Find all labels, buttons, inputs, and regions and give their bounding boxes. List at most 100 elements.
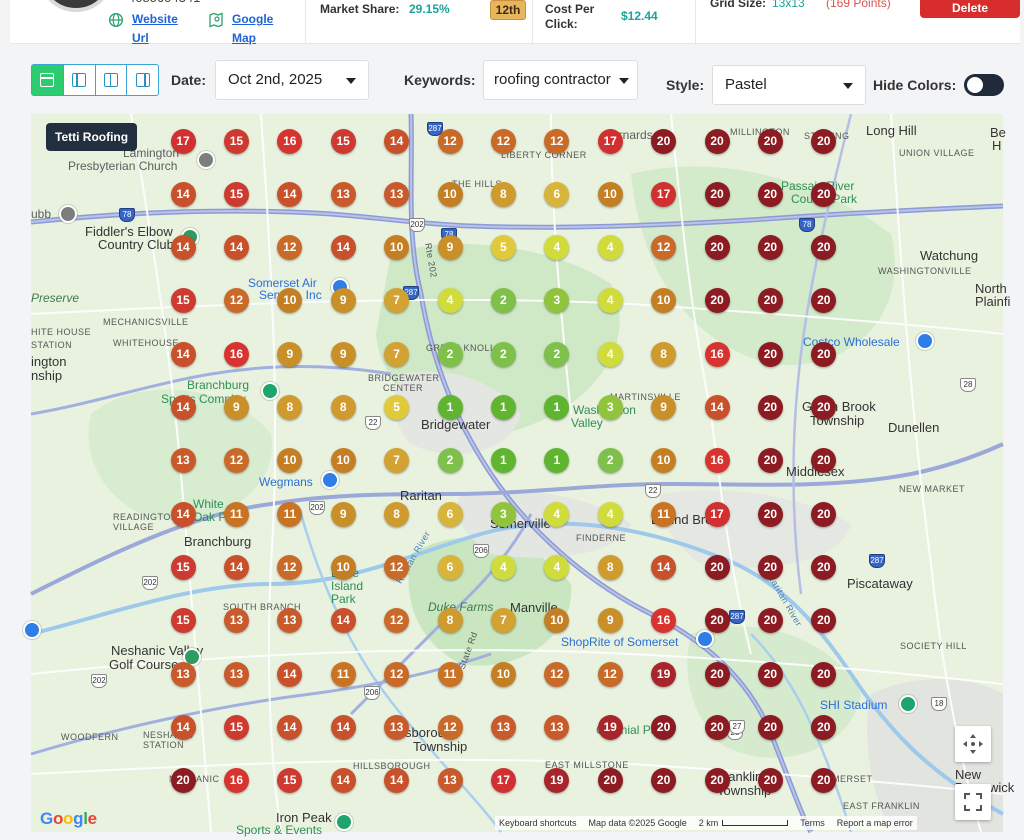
rank-marker[interactable]: 20 <box>757 235 783 261</box>
rank-marker[interactable]: 14 <box>223 554 249 580</box>
rank-marker[interactable]: 10 <box>330 448 356 474</box>
rank-marker[interactable]: 10 <box>651 288 677 314</box>
rank-marker[interactable]: 20 <box>811 554 837 580</box>
rank-marker[interactable]: 20 <box>651 768 677 794</box>
rank-marker[interactable]: 8 <box>384 501 410 527</box>
rank-marker[interactable]: 20 <box>704 714 730 740</box>
rank-marker[interactable]: 10 <box>277 288 303 314</box>
rank-marker[interactable]: 13 <box>330 181 356 207</box>
rank-marker[interactable]: 8 <box>597 554 623 580</box>
delete-button[interactable]: Delete <box>920 0 1020 18</box>
view-right-panel-button[interactable] <box>127 65 158 95</box>
report-error-link[interactable]: Report a map error <box>836 818 913 828</box>
rank-marker[interactable]: 9 <box>651 395 677 420</box>
rank-marker[interactable]: 9 <box>437 235 463 261</box>
rank-marker[interactable]: 17 <box>704 501 730 527</box>
rank-marker[interactable]: 16 <box>223 768 249 794</box>
rank-marker[interactable]: 3 <box>544 288 570 314</box>
shopping-icon[interactable] <box>916 332 934 350</box>
rank-marker[interactable]: 11 <box>651 501 677 527</box>
rank-marker[interactable]: 15 <box>330 128 356 154</box>
stadium-icon[interactable] <box>899 695 917 713</box>
rank-marker[interactable]: 7 <box>384 448 410 474</box>
rank-marker[interactable]: 12 <box>384 661 410 687</box>
rank-marker[interactable]: 15 <box>277 768 303 794</box>
rank-marker[interactable]: 12 <box>384 554 410 580</box>
rank-marker[interactable]: 14 <box>170 714 196 740</box>
rank-marker[interactable]: 20 <box>757 501 783 527</box>
pin-icon[interactable] <box>23 621 41 639</box>
rank-marker[interactable]: 19 <box>597 714 623 740</box>
rank-marker[interactable]: 13 <box>384 181 410 207</box>
rank-marker[interactable]: 9 <box>330 288 356 314</box>
rank-marker[interactable]: 7 <box>384 288 410 314</box>
rank-marker[interactable]: 8 <box>651 341 677 367</box>
rank-marker[interactable]: 14 <box>277 714 303 740</box>
rank-marker[interactable]: 2 <box>544 341 570 367</box>
website-link[interactable]: Website Url <box>108 10 188 48</box>
rank-marker[interactable]: 20 <box>811 608 837 634</box>
map-pan-control[interactable] <box>955 726 991 762</box>
rank-marker[interactable]: 2 <box>437 448 463 474</box>
rank-marker[interactable]: 20 <box>757 768 783 794</box>
rank-marker[interactable]: 17 <box>597 128 623 154</box>
rank-marker[interactable]: 10 <box>651 448 677 474</box>
rank-marker[interactable]: 14 <box>651 554 677 580</box>
rank-marker[interactable]: 19 <box>544 768 570 794</box>
rank-marker[interactable]: 17 <box>651 181 677 207</box>
rank-marker[interactable]: 11 <box>330 661 356 687</box>
rank-marker[interactable]: 13 <box>170 448 196 474</box>
park-icon[interactable] <box>261 382 279 400</box>
rank-marker[interactable]: 20 <box>811 395 837 420</box>
rank-marker[interactable]: 14 <box>223 235 249 261</box>
rank-marker[interactable]: 4 <box>597 341 623 367</box>
shopping-cart-icon[interactable] <box>321 471 339 489</box>
rank-marker[interactable]: 10 <box>384 235 410 261</box>
rank-marker[interactable]: 14 <box>170 341 196 367</box>
rank-marker[interactable]: 10 <box>597 181 623 207</box>
rank-marker[interactable]: 2 <box>490 288 516 314</box>
rank-marker[interactable]: 8 <box>490 181 516 207</box>
rank-marker[interactable]: 12 <box>384 608 410 634</box>
rank-marker[interactable]: 20 <box>811 501 837 527</box>
rank-marker[interactable]: 12 <box>437 714 463 740</box>
rank-marker[interactable]: 14 <box>384 768 410 794</box>
rank-grid-map[interactable]: Lamington Presbyterian Church Bernards L… <box>23 113 1014 837</box>
rank-marker[interactable]: 20 <box>704 288 730 314</box>
rank-marker[interactable]: 5 <box>384 395 410 420</box>
rank-marker[interactable]: 14 <box>330 768 356 794</box>
rank-marker[interactable]: 9 <box>597 608 623 634</box>
fullscreen-button[interactable] <box>955 784 991 820</box>
rank-marker[interactable]: 10 <box>544 608 570 634</box>
rank-marker[interactable]: 13 <box>437 768 463 794</box>
rank-marker[interactable]: 20 <box>651 714 677 740</box>
rank-marker[interactable]: 4 <box>597 501 623 527</box>
rank-marker[interactable]: 20 <box>704 128 730 154</box>
rank-marker[interactable]: 15 <box>170 288 196 314</box>
view-grid-button[interactable] <box>32 65 64 95</box>
rank-marker[interactable]: 11 <box>277 501 303 527</box>
date-select[interactable]: Oct 2nd, 2025 <box>215 60 369 100</box>
hide-colors-toggle[interactable] <box>964 74 1004 96</box>
rank-marker[interactable]: 20 <box>757 395 783 420</box>
style-select[interactable]: Pastel <box>712 65 866 105</box>
rank-marker[interactable]: 20 <box>811 661 837 687</box>
rank-marker[interactable]: 6 <box>544 181 570 207</box>
rank-marker[interactable]: 5 <box>490 235 516 261</box>
rank-marker[interactable]: 12 <box>544 661 570 687</box>
park-icon[interactable] <box>335 813 353 831</box>
rank-marker[interactable]: 4 <box>597 235 623 261</box>
rank-marker[interactable]: 20 <box>757 448 783 474</box>
rank-marker[interactable]: 12 <box>277 554 303 580</box>
rank-marker[interactable]: 13 <box>170 661 196 687</box>
rank-marker[interactable]: 9 <box>330 341 356 367</box>
rank-marker[interactable]: 3 <box>490 501 516 527</box>
shopping-cart-icon[interactable] <box>696 630 714 648</box>
pin-icon[interactable] <box>59 205 77 223</box>
rank-marker[interactable]: 1 <box>544 448 570 474</box>
rank-marker[interactable]: 20 <box>811 288 837 314</box>
rank-marker[interactable]: 2 <box>437 341 463 367</box>
rank-marker[interactable]: 13 <box>277 608 303 634</box>
rank-marker[interactable]: 10 <box>330 554 356 580</box>
rank-marker[interactable]: 20 <box>757 661 783 687</box>
